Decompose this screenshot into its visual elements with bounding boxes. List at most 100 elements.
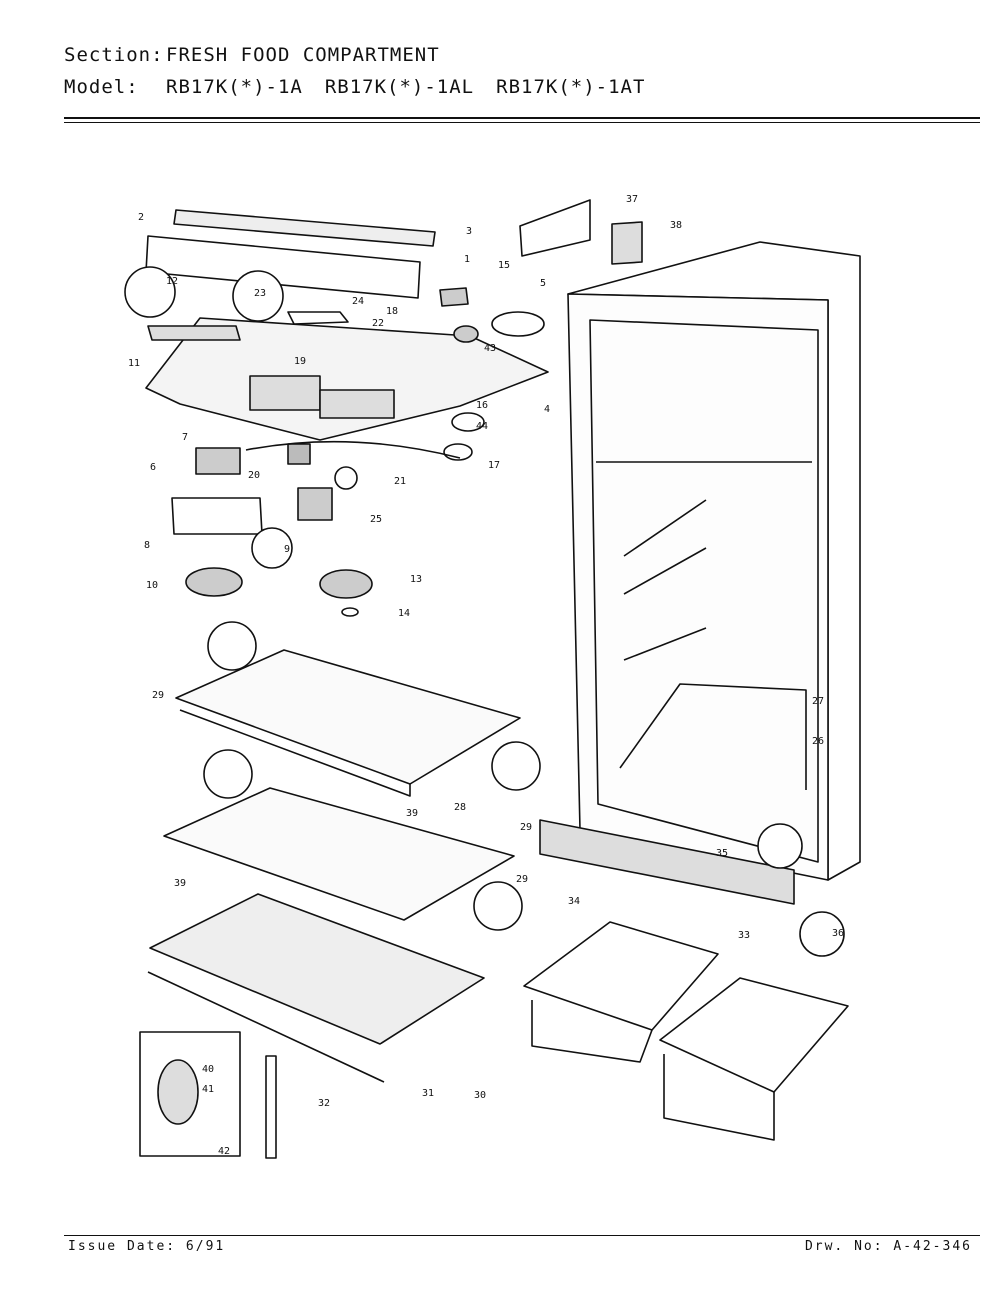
callout-label: 25 (370, 514, 382, 525)
wire (245, 440, 461, 459)
callout-label: 41 (202, 1084, 214, 1095)
washer (341, 607, 359, 617)
control-panel-plate (145, 317, 549, 441)
callout-label: 23 (254, 288, 266, 299)
shelf-rail (623, 547, 707, 595)
detail-circle (203, 749, 253, 799)
callout-label: 28 (454, 802, 466, 813)
crisper-body (663, 1054, 775, 1141)
callout-label: 22 (372, 318, 384, 329)
model-number: RB17K(*)-1AT (496, 76, 646, 98)
detail-circle (473, 881, 523, 931)
callout-label: 4 (544, 404, 550, 415)
callout-label: 37 (626, 194, 638, 205)
callout-label: 29 (516, 874, 528, 885)
lamp-socket (287, 443, 311, 465)
callout-label: 29 (152, 690, 164, 701)
detail-circle (757, 823, 803, 869)
section-header: Section:FRESH FOOD COMPARTMENT (64, 44, 440, 66)
callout-label: 31 (422, 1088, 434, 1099)
damper-motor (297, 487, 333, 521)
cap (443, 443, 473, 461)
shelf-trim (147, 971, 385, 1083)
cap (451, 412, 485, 432)
detail-circle (799, 911, 845, 957)
roller-rod (265, 1055, 277, 1159)
wire-shelf (175, 649, 521, 785)
callout-label: 16 (476, 400, 488, 411)
model-label: Model: (64, 76, 139, 98)
callout-label: 43 (484, 343, 496, 354)
model-number: RB17K(*)-1A (166, 76, 303, 98)
callout-label: 9 (284, 544, 290, 555)
glass-shelf (149, 893, 485, 1045)
callout-label: 15 (498, 260, 510, 271)
diagram-drawing (124, 199, 861, 1159)
detail-circle (124, 266, 176, 318)
wire-shelf (163, 787, 515, 921)
thermostat (195, 447, 241, 475)
knob (439, 287, 469, 307)
toe-grille (539, 819, 795, 905)
issue-date: Issue Date: 6/91 (68, 1239, 226, 1254)
callout-label: 35 (716, 848, 728, 859)
callout-label: 19 (294, 356, 306, 367)
shelf-rail (623, 627, 707, 661)
callout-label: 17 (488, 460, 500, 471)
gasket (287, 311, 349, 325)
shelf-edge (179, 709, 411, 797)
panel-block (319, 389, 395, 419)
control-knob (319, 569, 373, 599)
callout-label: 11 (128, 358, 140, 369)
header-rule (64, 122, 980, 123)
callout-label: 34 (568, 896, 580, 907)
callout-label: 29 (520, 822, 532, 833)
detail-circle (232, 270, 284, 322)
callout-label: 14 (398, 608, 410, 619)
callout-label: 39 (406, 808, 418, 819)
callout-label: 42 (218, 1146, 230, 1157)
detail-circle (251, 527, 293, 569)
crisper-drawer (659, 977, 849, 1093)
callout-label: 12 (166, 276, 178, 287)
callout-label: 1 (464, 254, 470, 265)
detail-circle (207, 621, 257, 671)
callout-label: 7 (182, 432, 188, 443)
callout-label: 18 (386, 306, 398, 317)
callout-label: 44 (476, 421, 488, 432)
callout-label: 38 (670, 220, 682, 231)
callout-label: 24 (352, 296, 364, 307)
callout-label: 5 (540, 278, 546, 289)
callout-label: 33 (738, 930, 750, 941)
callout-label: 26 (812, 736, 824, 747)
callout-label: 30 (474, 1090, 486, 1101)
callout-label: 36 (832, 928, 844, 939)
detail-circle (491, 741, 541, 791)
cover-strip (173, 209, 436, 247)
model-header: Model: RB17K(*)-1A RB17K(*)-1AL RB17K(*)-1A… (64, 76, 645, 98)
callout-label: 40 (202, 1064, 214, 1075)
header-rule (64, 117, 980, 119)
footer-rule (64, 1235, 980, 1236)
roller-wheel (157, 1059, 199, 1125)
callout-label: 27 (812, 696, 824, 707)
latch (611, 221, 643, 265)
fan-blade (491, 311, 545, 337)
bushing (453, 325, 479, 343)
callout-label: 3 (466, 226, 472, 237)
model-number: RB17K(*)-1AL (324, 76, 475, 98)
callout-label: 21 (394, 476, 406, 487)
callout-label: 20 (248, 470, 260, 481)
lamp-bulb (334, 466, 358, 490)
bracket-plate (519, 199, 591, 257)
section-title: FRESH FOOD COMPARTMENT (166, 44, 440, 66)
panel-block (249, 375, 321, 411)
drawing-number: Drw. No: A-42-346 (804, 1239, 972, 1254)
callout-label: 2 (138, 212, 144, 223)
mounting-bracket (171, 497, 263, 535)
bracket (147, 325, 241, 341)
callout-label: 6 (150, 462, 156, 473)
section-label: Section: (64, 44, 164, 66)
